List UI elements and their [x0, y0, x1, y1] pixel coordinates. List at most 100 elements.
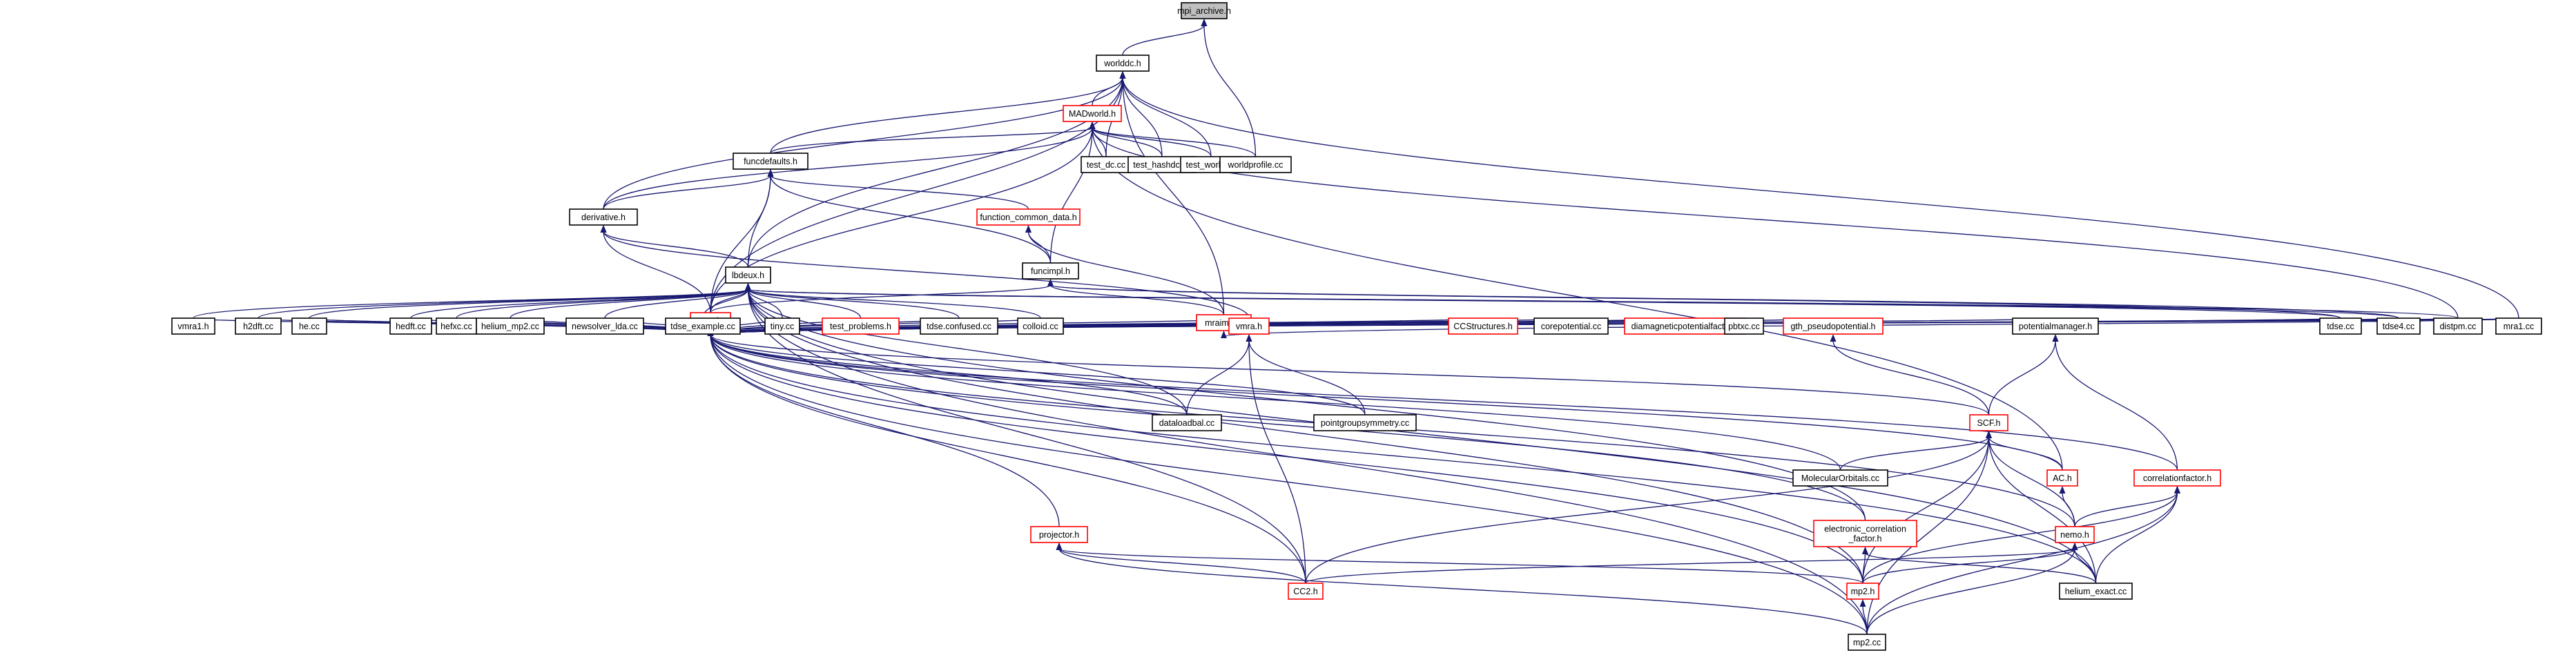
node-hedft-cc[interactable]: hedft.cc [389, 317, 432, 335]
node-tdse-cc[interactable]: tdse.cc [2319, 317, 2362, 335]
node-box[interactable] [1846, 583, 1879, 600]
node-mpi-archive-h[interactable]: mpi_archive.h [1177, 2, 1231, 19]
node-box[interactable] [2319, 317, 2362, 335]
node-box[interactable] [725, 266, 771, 284]
node-vmra1-h[interactable]: vmra1.h [171, 317, 215, 335]
node-label: AC.h [2053, 473, 2072, 483]
node-cc2-h[interactable]: CC2.h [1288, 583, 1324, 600]
node-hefxc-cc[interactable]: hefxc.cc [436, 317, 477, 335]
node-molecularorbitals-cc[interactable]: MolecularOrbitals.cc [1792, 469, 1888, 487]
node-tiny-cc[interactable]: tiny.cc [764, 317, 800, 335]
edge-line [747, 289, 2399, 319]
node-box[interactable] [1017, 317, 1064, 335]
node-box[interactable] [1969, 414, 2008, 431]
node-h2dft-cc[interactable]: h2dft.cc [235, 317, 282, 335]
edge-arrowhead [1830, 334, 1837, 342]
node-helium-exact-cc[interactable]: helium_exact.cc [2059, 583, 2133, 600]
node-funcimpl-h[interactable]: funcimpl.h [1022, 262, 1079, 280]
node-tdse-confused-cc[interactable]: tdse.confused.cc [920, 317, 998, 335]
node-mra1-cc[interactable]: mra1.cc [2495, 317, 2542, 335]
node-box[interactable] [2376, 317, 2421, 335]
node-label: distpm.cc [2440, 322, 2477, 331]
node-distpm-cc[interactable]: distpm.cc [2433, 317, 2483, 335]
node-he-cc[interactable]: he.cc [291, 317, 327, 335]
node-nemo-h[interactable]: nemo.h [2055, 526, 2095, 543]
node-test-problems-h[interactable]: test_problems.h [822, 317, 900, 335]
node-box[interactable] [1022, 262, 1079, 280]
node-vmra-h[interactable]: vmra.h [1228, 317, 1270, 335]
node-tdse4-cc[interactable]: tdse4.cc [2376, 317, 2421, 335]
node-box[interactable] [565, 317, 644, 335]
node-box[interactable] [1313, 414, 1417, 431]
node-madworld-h[interactable]: MADworld.h [1063, 105, 1122, 122]
node-ccstructures-h[interactable]: CCStructures.h [1448, 317, 1518, 335]
node-box[interactable] [569, 208, 638, 226]
node-box[interactable] [920, 317, 998, 335]
node-box[interactable] [2055, 526, 2095, 543]
edge-line [1049, 127, 1093, 264]
node-box[interactable] [1030, 526, 1088, 543]
node-box[interactable] [1152, 414, 1222, 431]
node-function-common-data-h[interactable]: function_common_data.h [976, 208, 1081, 226]
node-test-hashdc-cc[interactable]: test_hashdc.cc [1127, 156, 1197, 173]
node-box[interactable] [2046, 469, 2078, 487]
node-box[interactable] [1219, 156, 1292, 173]
node-box[interactable] [1813, 520, 1917, 547]
node-funcdefaults-h[interactable]: funcdefaults.h [733, 153, 808, 170]
node-box[interactable] [1181, 2, 1228, 19]
node-derivative-h[interactable]: derivative.h [569, 208, 638, 226]
edge-line [1839, 436, 1990, 471]
node-tdse-example-cc[interactable]: tdse_example.cc [665, 317, 741, 335]
node-box[interactable] [1096, 55, 1150, 72]
node-label: tdse_example.cc [670, 322, 735, 331]
node-box[interactable] [1783, 317, 1883, 335]
node-projector-h[interactable]: projector.h [1030, 526, 1088, 543]
node-pointgroupsymmetry-cc[interactable]: pointgroupsymmetry.cc [1313, 414, 1417, 431]
node-box[interactable] [822, 317, 900, 335]
node-dataloadbal-cc[interactable]: dataloadbal.cc [1152, 414, 1222, 431]
node-box[interactable] [1792, 469, 1888, 487]
node-potentialmanager-h[interactable]: potentialmanager.h [2012, 317, 2099, 335]
node-newsolver-lda-cc[interactable]: newsolver_lda.cc [565, 317, 644, 335]
node-box[interactable] [1848, 634, 1886, 651]
edge-arrowhead [600, 225, 607, 233]
node-box[interactable] [291, 317, 327, 335]
node-box[interactable] [389, 317, 432, 335]
node-box[interactable] [2133, 469, 2221, 487]
node-electronic-correlation-factor-h[interactable]: electronic_correlation_factor.h [1813, 520, 1917, 547]
node-ac-h[interactable]: AC.h [2046, 469, 2078, 487]
node-gth-pseudopotential-h[interactable]: gth_pseudopotential.h [1783, 317, 1883, 335]
node-box[interactable] [665, 317, 741, 335]
node-box[interactable] [2433, 317, 2483, 335]
node-box[interactable] [976, 208, 1081, 226]
node-box[interactable] [1228, 317, 1270, 335]
node-lbdeux-h[interactable]: lbdeux.h [725, 266, 771, 284]
node-box[interactable] [476, 317, 545, 335]
node-test-dc-cc[interactable]: test_dc.cc [1081, 156, 1132, 173]
node-box[interactable] [1448, 317, 1518, 335]
node-correlationfactor-h[interactable]: correlationfactor.h [2133, 469, 2221, 487]
node-box[interactable] [733, 153, 808, 170]
node-label: projector.h [1039, 530, 1079, 540]
node-colloid-cc[interactable]: colloid.cc [1017, 317, 1064, 335]
node-pbtxc-cc[interactable]: pbtxc.cc [1724, 317, 1764, 335]
node-box[interactable] [171, 317, 215, 335]
node-worlddc-h[interactable]: worlddc.h [1096, 55, 1150, 72]
dependency-edge [1986, 431, 2063, 471]
node-mp2-cc[interactable]: mp2.cc [1848, 634, 1886, 651]
node-box[interactable] [764, 317, 800, 335]
node-worldprofile-cc[interactable]: worldprofile.cc [1219, 156, 1292, 173]
node-box[interactable] [235, 317, 282, 335]
node-box[interactable] [2012, 317, 2099, 335]
node-box[interactable] [1288, 583, 1324, 600]
node-helium-mp2-cc[interactable]: helium_mp2.cc [476, 317, 545, 335]
node-corepotential-cc[interactable]: corepotential.cc [1533, 317, 1609, 335]
node-box[interactable] [2495, 317, 2542, 335]
node-box[interactable] [1063, 105, 1122, 122]
node-mp2-h[interactable]: mp2.h [1846, 583, 1879, 600]
dependency-edge [745, 283, 2097, 584]
node-box[interactable] [2059, 583, 2133, 600]
node-box[interactable] [1533, 317, 1609, 335]
node-box[interactable] [1724, 317, 1764, 335]
node-scf-h[interactable]: SCF.h [1969, 414, 2008, 431]
